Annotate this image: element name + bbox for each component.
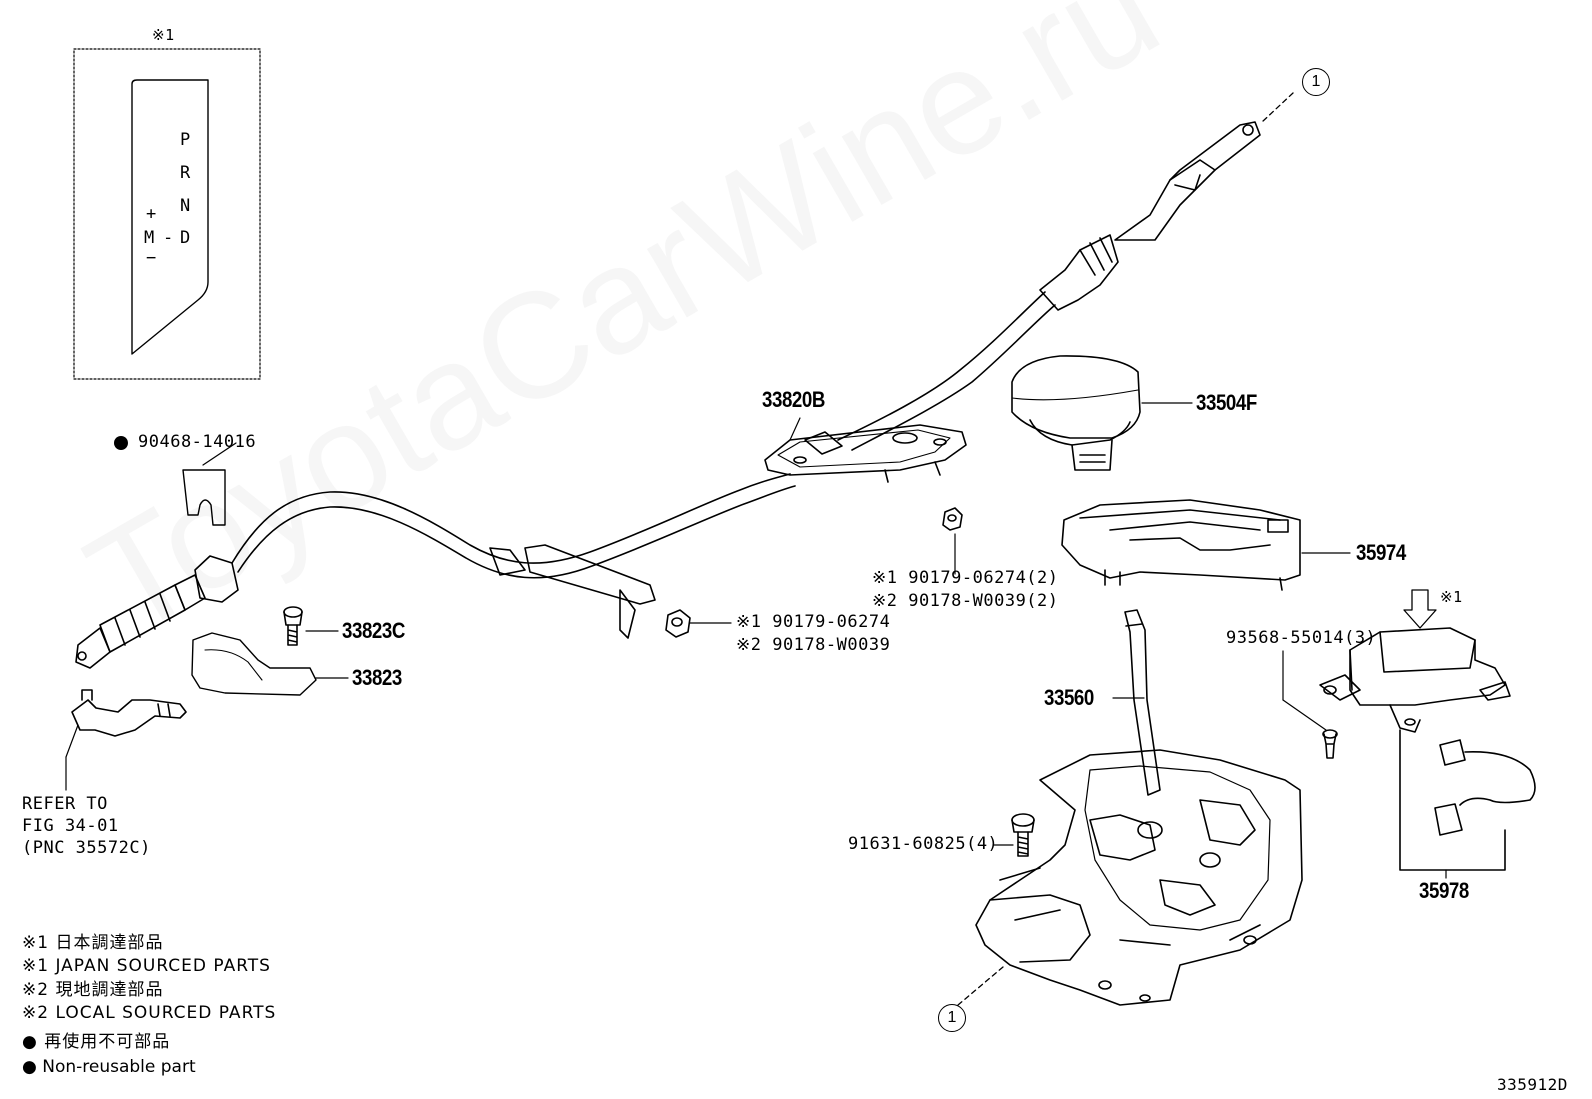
knob-33504f [1011,355,1141,471]
legend-line2: ※1 JAPAN SOURCED PARTS [22,956,271,976]
shift-indicator-plate [131,79,209,355]
refer-line1: REFER TO [22,794,108,814]
label-93568: 93568-55014(3) [1226,628,1377,648]
label-33504f: 33504F [1196,390,1257,415]
label-nut-a1: ※1 90179-06274 [736,612,891,632]
refer-line3: (PNC 35572C) [22,838,151,858]
legend-line5: ● 再使用不可部品 [22,1032,171,1052]
legend-line4: ※2 LOCAL SOURCED PARTS [22,1003,277,1023]
bolt-33823c [283,606,303,646]
inset-ref-mark: ※1 [152,26,175,44]
refer-lever [65,689,187,791]
label-33823c: 33823C [342,618,405,643]
label-35978: 35978 [1419,878,1469,903]
gate-r: R [180,163,191,183]
dash-top [1261,92,1294,123]
gate-minus: − [146,248,157,268]
gate-m: M [144,228,155,248]
shift-cable [75,121,1261,669]
plate-33823 [191,632,317,696]
housing-35974 [1061,499,1301,591]
label-arrow-ref: ※1 [1440,588,1463,606]
inset-frame [73,48,261,380]
arrow-indicator [1403,589,1437,629]
legend-line3: ※2 現地調達部品 [22,980,164,1000]
legend-line1: ※1 日本調達部品 [22,933,164,953]
nut-right [942,507,963,531]
clip-90468 [182,469,226,526]
label-33820b: 33820B [762,387,825,412]
figure-id: 335912D [1497,1075,1568,1094]
label-33823: 33823 [352,665,402,690]
gate-plus: + [146,204,157,224]
bolt-91631 [1011,813,1035,857]
gate-p: P [180,130,191,150]
label-nut-b2: ※2 90178-W0039(2) [872,591,1059,611]
leader-lines [202,402,1447,879]
refer-line2: FIG 34-01 [22,816,119,836]
shift-lock-unit [1319,627,1536,871]
label-91631: 91631-60825(4) [848,834,999,854]
callout-bottom: 1 [938,1004,966,1032]
dash-bottom [957,966,1004,1006]
legend-line6: ● Non-reusable part [22,1057,196,1077]
label-nut-a2: ※2 90178-W0039 [736,635,891,655]
gate-n: N [180,196,191,216]
label-35974: 35974 [1356,540,1406,565]
nut-left [665,609,691,638]
bullet-90468 [114,436,128,450]
label-nut-b1: ※1 90179-06274(2) [872,568,1059,588]
gate-d: D [180,228,191,248]
callout-top: 1 [1302,68,1330,96]
label-33560: 33560 [1044,685,1094,710]
gate-dash: - [163,228,174,248]
screw-93568 [1322,729,1338,759]
shift-assembly-33560 [975,609,1303,1006]
label-90468: 90468-14016 [138,432,257,452]
bracket-33820b [764,424,967,483]
